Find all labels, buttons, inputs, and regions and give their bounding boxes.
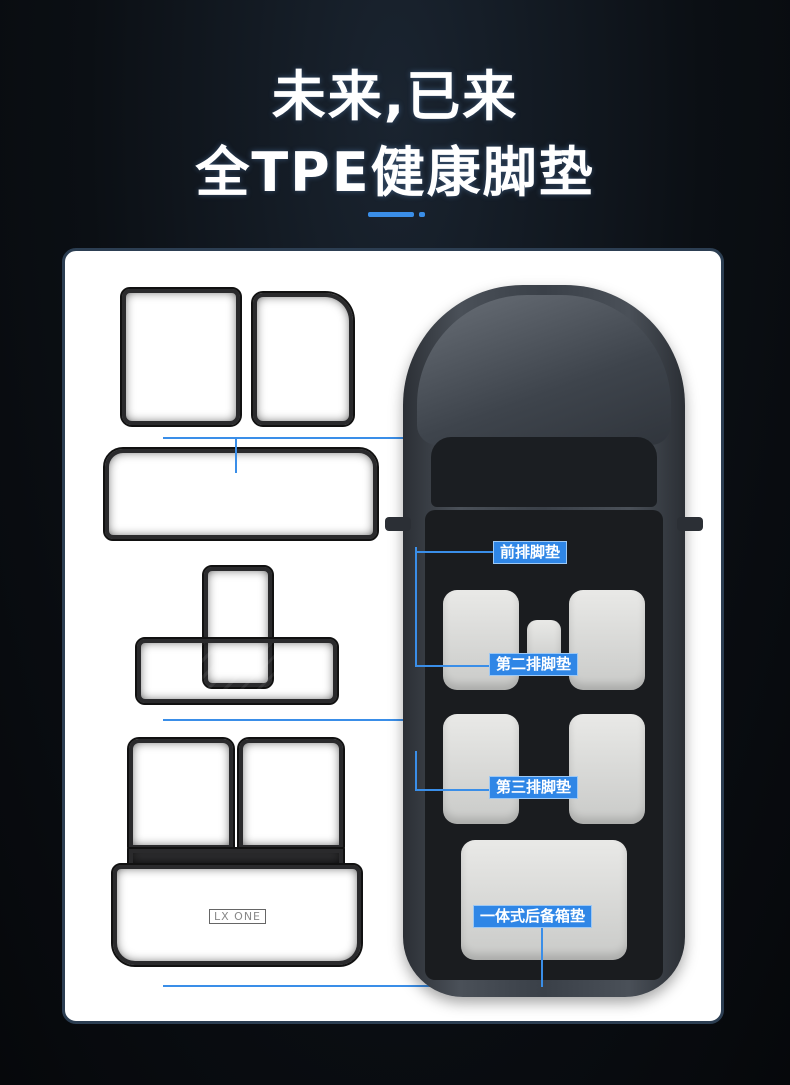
- callout-second-h: [415, 665, 491, 667]
- label-second-row-mat: 第二排脚垫: [489, 653, 579, 676]
- trunk-mat: LX ONE: [111, 863, 363, 967]
- left-mirror: [385, 517, 411, 531]
- mat-logo: LX ONE: [209, 909, 266, 924]
- label-front-mat: 前排脚垫: [493, 541, 568, 564]
- label-third-row-mat: 第三排脚垫: [489, 776, 579, 799]
- accent-dot: [419, 212, 425, 217]
- label-trunk-mat: 一体式后备箱垫: [473, 905, 593, 928]
- car-hood: [417, 295, 671, 445]
- seatback-mat-left: [127, 737, 235, 851]
- accent-bar: [368, 212, 414, 217]
- seatback-mat-right: [237, 737, 345, 851]
- connector-third: [163, 719, 411, 721]
- third-row-mat-center: [202, 565, 274, 689]
- car-windshield: [431, 437, 657, 507]
- product-card: LX ONE 前排脚垫 第二排脚垫 第三排脚垫 一体式后备箱垫: [62, 248, 724, 1024]
- callout-third-v: [415, 751, 417, 791]
- headline-line2: 全TPE健康脚垫: [195, 141, 595, 204]
- callout-front-h: [415, 551, 495, 553]
- seat-front-right: [569, 590, 645, 690]
- seat-third-row: [461, 840, 627, 960]
- connector-trunk: [163, 985, 543, 987]
- callout-front-v: [415, 547, 417, 667]
- connector-front-drop: [235, 437, 237, 473]
- callout-trunk-v: [541, 927, 543, 987]
- car-topview: [385, 285, 703, 997]
- front-right-mat: [251, 291, 355, 427]
- seat-second-left: [443, 714, 519, 824]
- callout-third-h: [415, 789, 491, 791]
- car-cabin: [425, 510, 663, 980]
- third-row-mat: [135, 637, 339, 705]
- second-row-mat: [103, 447, 379, 541]
- seat-second-right: [569, 714, 645, 824]
- right-mirror: [677, 517, 703, 531]
- headline-line1: 未来,已来: [271, 65, 519, 128]
- front-left-mat: [120, 287, 242, 427]
- connector-front: [163, 437, 407, 439]
